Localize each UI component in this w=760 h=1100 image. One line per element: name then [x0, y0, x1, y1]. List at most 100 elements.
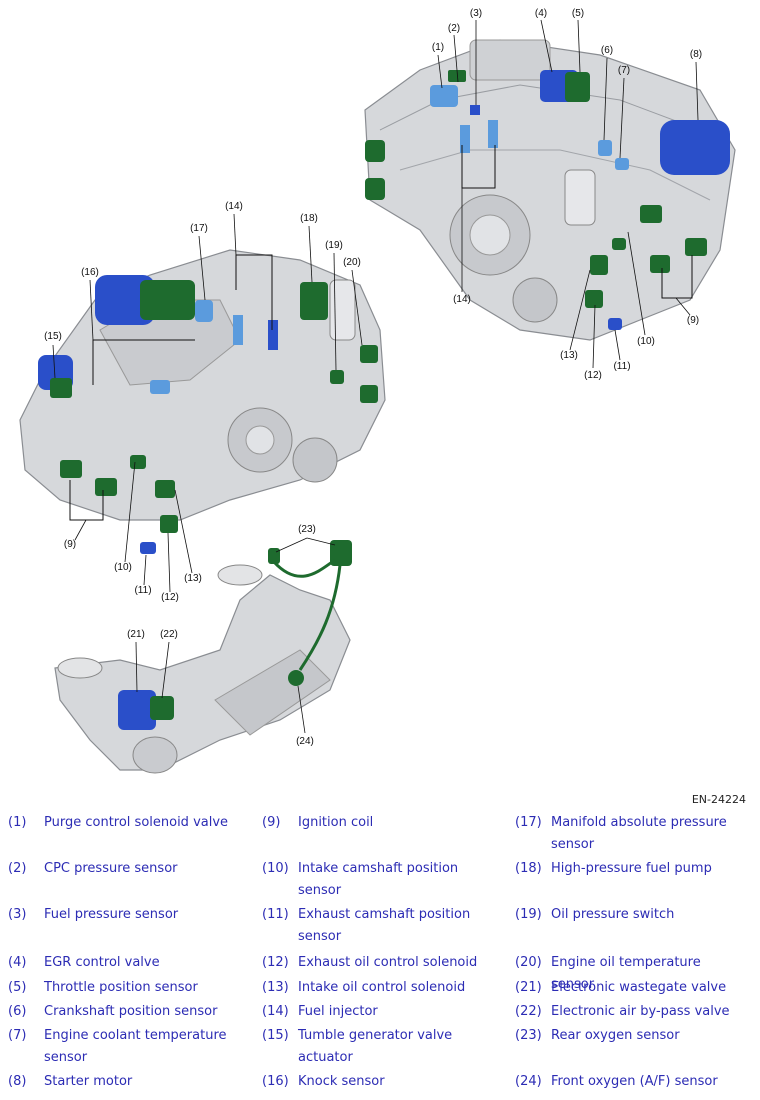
legend-item: (21)Electronic wastegate valve	[515, 977, 741, 999]
legend-item: (8) Starter motor	[8, 1071, 234, 1093]
legend-number: (2)	[8, 861, 27, 876]
legend-number: (24)	[515, 1074, 542, 1089]
legend-number: (7)	[8, 1028, 27, 1043]
legend-item: (17)Manifold absolute pressure sensor	[515, 812, 741, 856]
legend-item: (11) Exhaust camshaft position sensor	[262, 904, 488, 948]
legend-number: (13)	[262, 980, 289, 995]
legend-item: (9) Ignition coil	[262, 812, 488, 834]
callout-1: (1)	[431, 42, 445, 53]
callout-16: (16)	[81, 267, 99, 278]
callout-14-top: (14)	[453, 294, 471, 305]
legend-label: Knock sensor	[298, 1074, 385, 1089]
engine-view-left	[19, 213, 386, 593]
legend-item: (3) Fuel pressure sensor	[8, 904, 234, 926]
callout-12-left: (12)	[161, 592, 179, 603]
callout-5: (5)	[571, 8, 585, 19]
callout-14-left: (14)	[225, 201, 243, 212]
legend-label: Crankshaft position sensor	[44, 1004, 218, 1019]
callout-2: (2)	[447, 23, 461, 34]
legend-number: (9)	[262, 815, 281, 830]
callout-13-top: (13)	[560, 350, 578, 361]
legend-label: Engine coolant temperature sensor	[44, 1028, 227, 1065]
legend-item: (1) Purge control solenoid valve	[8, 812, 234, 834]
legend-label: CPC pressure sensor	[44, 861, 178, 876]
callout-13-left: (13)	[184, 573, 202, 584]
legend-label: Starter motor	[44, 1074, 133, 1089]
legend-label: Ignition coil	[298, 815, 374, 830]
legend-item: (5)Throttle position sensor	[8, 977, 234, 999]
legend-label: Fuel pressure sensor	[44, 907, 179, 922]
legend-label: Intake camshaft position sensor	[298, 861, 459, 898]
legend-number: (1)	[8, 815, 27, 830]
callout-18: (18)	[300, 213, 318, 224]
legend-item: (2) CPC pressure sensor	[8, 858, 234, 880]
callout-17: (17)	[190, 223, 208, 234]
legend-item: (10) Intake camshaft position sensor	[262, 858, 488, 902]
legend-number: (21)	[515, 980, 542, 995]
callout-10-top: (10)	[637, 336, 655, 347]
figure-id: EN-24224	[691, 793, 746, 806]
callout-7: (7)	[617, 65, 631, 76]
legend-item: (24) Front oxygen (A/F) sensor	[515, 1071, 741, 1093]
legend-item: (22) Electronic air by-pass valve	[515, 1001, 741, 1023]
callout-12-top: (12)	[584, 370, 602, 381]
engine-component-diagram: (1) (2) (3) (4) (5) (6) (7) (8) (14) (9)…	[19, 8, 736, 774]
callout-6: (6)	[600, 45, 614, 56]
legend-label: Front oxygen (A/F) sensor	[551, 1074, 718, 1089]
legend-number: (10)	[262, 861, 289, 876]
engine-illustration	[19, 19, 736, 774]
callout-11-top: (11)	[613, 361, 631, 372]
legend-number: (15)	[262, 1028, 289, 1043]
callout-23: (23)	[298, 524, 316, 535]
callout-22: (22)	[160, 629, 178, 640]
callout-4: (4)	[534, 8, 548, 19]
engine-view-top-right	[364, 19, 736, 369]
legend-label: EGR control valve	[44, 955, 160, 970]
legend-item: (16) Knock sensor	[262, 1071, 488, 1093]
legend-number: (6)	[8, 1004, 27, 1019]
legend-label: Exhaust camshaft position sensor	[298, 907, 471, 944]
callout-9-left: (9)	[63, 539, 77, 550]
legend-number: (11)	[262, 907, 289, 922]
callout-3: (3)	[469, 8, 483, 19]
legend-item: (14) Fuel injector	[262, 1001, 488, 1023]
legend-item: (20)Engine oil temperature sensor	[515, 952, 741, 996]
legend-item: (23)Rear oxygen sensor	[515, 1025, 741, 1047]
legend-item: (15) Tumble generator valve actuator	[262, 1025, 488, 1069]
callout-10-left: (10)	[114, 562, 132, 573]
legend-number: (20)	[515, 955, 542, 970]
legend-label: Exhaust oil control solenoid	[298, 955, 478, 970]
legend-number: (16)	[262, 1074, 289, 1089]
callout-24: (24)	[296, 736, 314, 747]
legend-number: (5)	[8, 980, 27, 995]
legend-label: Purge control solenoid valve	[44, 815, 229, 830]
legend-number: (22)	[515, 1004, 542, 1019]
turbo-exhaust-view	[54, 537, 352, 774]
legend-label: Fuel injector	[298, 1004, 378, 1019]
legend-item: (7) Engine coolant temperature sensor	[8, 1025, 234, 1069]
legend-label: Oil pressure switch	[551, 907, 675, 922]
legend-item: (4) EGR control valve	[8, 952, 234, 974]
legend-label: Intake oil control solenoid	[298, 980, 466, 995]
legend-label: High-pressure fuel pump	[551, 861, 712, 876]
component-legend: (1) Purge control solenoid valve (2) CPC pr…	[0, 812, 760, 1100]
legend-item: (13) Intake oil control solenoid	[262, 977, 488, 999]
legend-number: (18)	[515, 861, 542, 876]
legend-item: (19)Oil pressure switch	[515, 904, 741, 926]
legend-number: (12)	[262, 955, 289, 970]
legend-number: (14)	[262, 1004, 289, 1019]
legend-item: (6) Crankshaft position sensor	[8, 1001, 234, 1023]
legend-number: (4)	[8, 955, 27, 970]
callout-11-left: (11)	[134, 585, 152, 596]
callout-19: (19)	[325, 240, 343, 251]
callout-8: (8)	[689, 49, 703, 60]
legend-item: (18) High-pressure fuel pump	[515, 858, 741, 880]
legend-label: Rear oxygen sensor	[551, 1028, 680, 1043]
legend-label: Tumble generator valve actuator	[298, 1028, 453, 1065]
callout-21: (21)	[127, 629, 145, 640]
legend-label: Electronic air by-pass valve	[551, 1004, 730, 1019]
callout-15: (15)	[44, 331, 62, 342]
legend-number: (3)	[8, 907, 27, 922]
legend-number: (8)	[8, 1074, 27, 1089]
callout-20: (20)	[343, 257, 361, 268]
